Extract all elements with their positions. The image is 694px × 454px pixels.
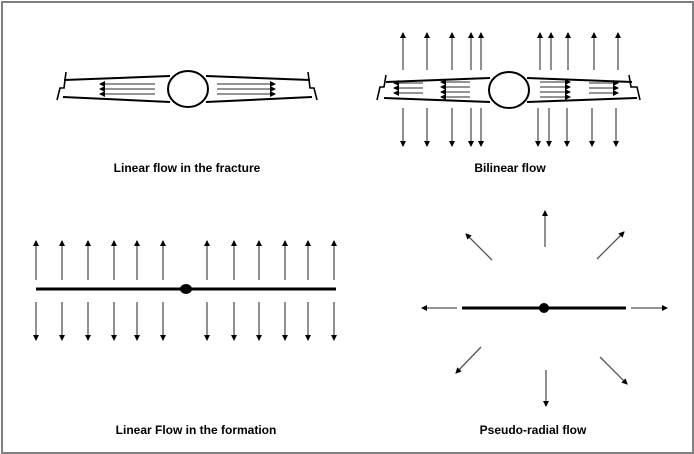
caption-linear-formation: Linear Flow in the formation — [115, 423, 277, 437]
formation-flow-arrows-up — [33, 240, 337, 280]
radial-flow-arrows — [421, 210, 668, 407]
wellbore-icon — [488, 71, 530, 109]
formation-flow-arrows-up — [400, 32, 621, 70]
fracture-flow-arrows — [393, 79, 619, 100]
caption-linear-fracture: Linear flow in the fracture — [113, 161, 261, 175]
fracture-outline — [56, 71, 318, 103]
arrow-north-west — [465, 233, 493, 261]
formation-flow-arrows-down — [33, 302, 337, 341]
panel-pseudo-radial — [421, 210, 668, 407]
caption-bilinear: Bilinear flow — [474, 161, 546, 175]
panel-linear-fracture — [56, 70, 318, 108]
fracture-outline — [376, 74, 641, 103]
arrow-south-west — [455, 346, 482, 374]
panel-bilinear — [376, 32, 641, 147]
fracture-flow-arrows-left — [99, 81, 155, 97]
wellbore-icon — [539, 303, 549, 313]
fracture-flow-arrows-right — [217, 81, 276, 97]
wellbore-icon — [167, 70, 209, 108]
wellbore-icon — [180, 284, 192, 294]
caption-pseudo-radial: Pseudo-radial flow — [479, 423, 587, 437]
panel-linear-formation — [33, 240, 337, 341]
arrow-north-east — [596, 231, 625, 260]
arrow-south-east — [599, 356, 628, 385]
formation-flow-arrows-down — [400, 108, 619, 147]
